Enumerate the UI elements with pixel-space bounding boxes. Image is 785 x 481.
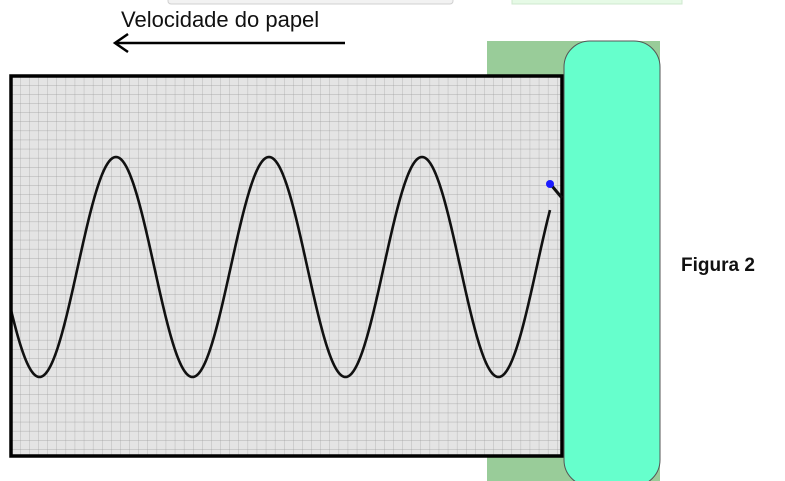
sine-trace (11, 155, 552, 379)
recording-paper (11, 76, 562, 456)
figure-caption: Figura 2 (681, 255, 755, 276)
pen-tip (546, 180, 554, 188)
pen (546, 180, 564, 199)
top-bar-right (511, 0, 683, 5)
paper-border (9, 74, 564, 458)
paper-speed-arrow (112, 32, 345, 54)
top-bar-left (167, 0, 454, 5)
roller (563, 40, 661, 481)
paper-speed-label: Velocidade do papel (121, 7, 320, 32)
